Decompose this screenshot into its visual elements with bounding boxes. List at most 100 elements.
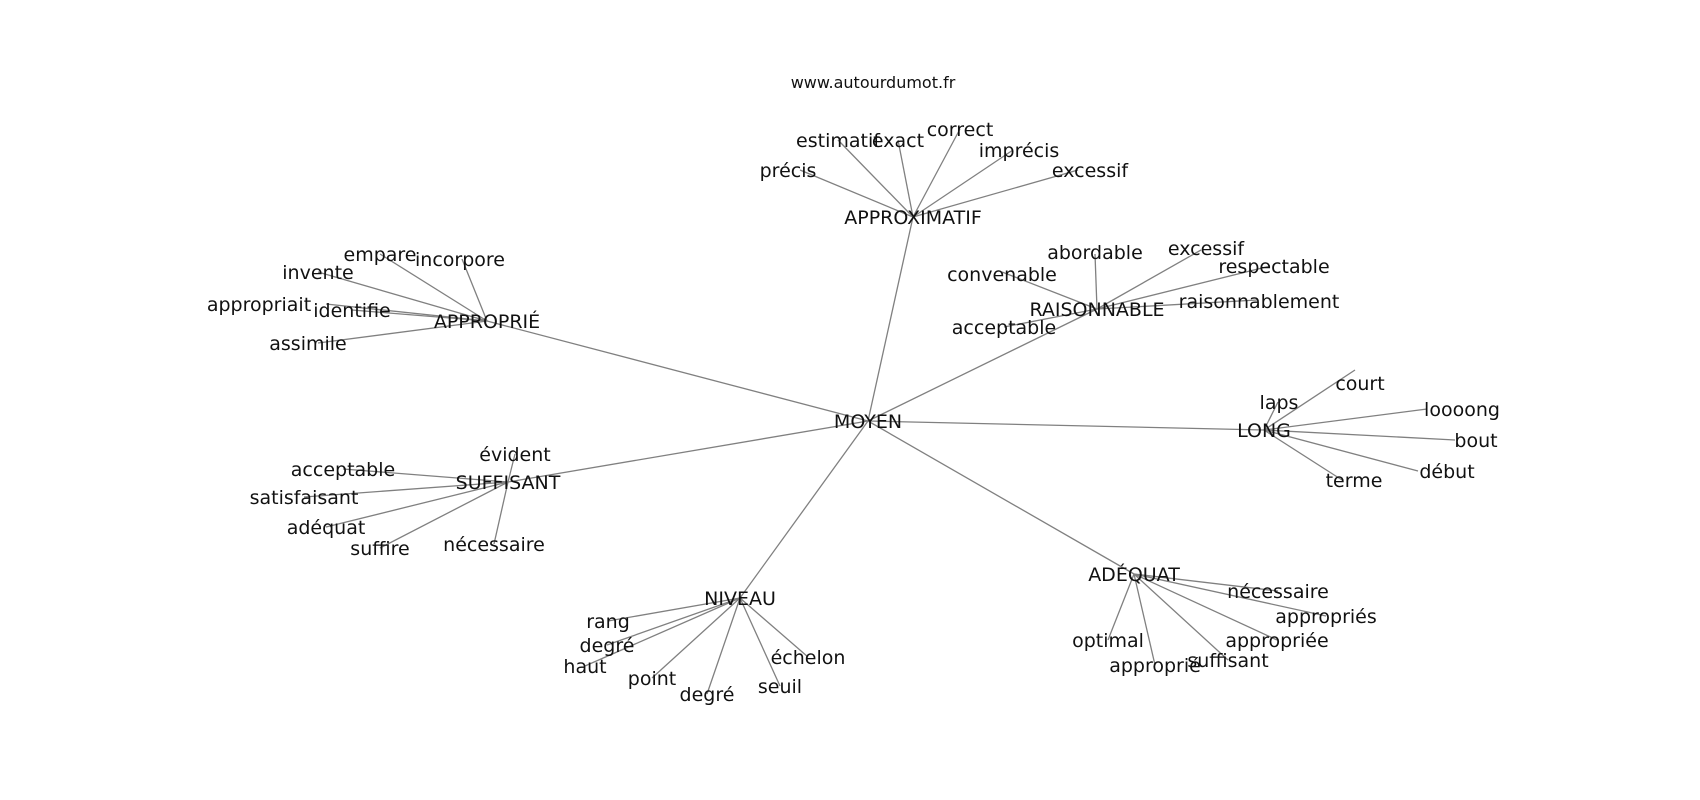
- edge-raisonnable-respectable: [1096, 265, 1271, 310]
- edge-niveau-seuil: [739, 597, 781, 687]
- edge-approximatif-excessif: [912, 169, 1079, 218]
- edge-suffisant-acceptable: [342, 468, 509, 483]
- leaf-word-necessaire[interactable]: nécessaire: [443, 534, 545, 556]
- leaf-word-laps[interactable]: laps: [1260, 392, 1299, 414]
- leaf-word-haut[interactable]: haut: [563, 656, 606, 678]
- edge-center-raisonnable: [867, 308, 1098, 422]
- center-word[interactable]: MOYEN: [834, 411, 902, 433]
- leaf-word-identifie[interactable]: identifie: [313, 300, 390, 322]
- leaf-word-estimatif[interactable]: estimatif: [796, 130, 881, 152]
- leaf-word-seuil[interactable]: seuil: [758, 676, 802, 698]
- leaf-word-invente[interactable]: invente: [282, 262, 353, 284]
- hub-word-adequat[interactable]: ADÉQUAT: [1088, 563, 1180, 586]
- edge-adequat-appropries: [1133, 573, 1327, 617]
- leaf-word-incorpore[interactable]: incorpore: [415, 249, 505, 271]
- edges: [303, 128, 1456, 695]
- hub-word-long[interactable]: LONG: [1237, 420, 1291, 442]
- edge-approximatif-estimatif: [837, 139, 914, 218]
- leaf-word-court[interactable]: court: [1335, 373, 1384, 395]
- leaf-word-optimal[interactable]: optimal: [1072, 630, 1144, 652]
- leaf-word-suffire[interactable]: suffire: [350, 538, 409, 560]
- leaf-word-exact[interactable]: exact: [872, 130, 924, 152]
- leaf-word-excessif[interactable]: excessif: [1168, 238, 1245, 260]
- edge-niveau-rang: [607, 597, 741, 622]
- leaf-word-evident[interactable]: évident: [479, 444, 550, 466]
- edge-adequat-optimal: [1107, 573, 1135, 641]
- leaf-word-empare[interactable]: empare: [344, 244, 417, 266]
- leaf-word-suffisant[interactable]: suffisant: [1187, 650, 1268, 672]
- edge-approprie-empare: [379, 253, 488, 322]
- leaf-word-precis[interactable]: précis: [760, 160, 817, 182]
- edge-raisonnable-raisonnablement: [1096, 299, 1258, 310]
- leaf-word-raisonnablement[interactable]: raisonnablement: [1179, 291, 1340, 313]
- leaf-word-imprecis[interactable]: imprécis: [979, 140, 1060, 162]
- leaf-word-appropriee[interactable]: appropriée: [1225, 630, 1328, 652]
- hub-word-raisonnable[interactable]: RAISONNABLE: [1029, 299, 1164, 321]
- edge-niveau-point: [651, 597, 741, 679]
- edge-raisonnable-excessif: [1096, 249, 1202, 310]
- edge-approximatif-precis: [799, 169, 914, 218]
- leaf-word-bout[interactable]: bout: [1454, 430, 1497, 452]
- leaf-word-appropries[interactable]: appropriés: [1275, 606, 1377, 628]
- hub-word-niveau[interactable]: NIVEAU: [704, 588, 776, 610]
- leaf-word-debut[interactable]: début: [1419, 461, 1474, 483]
- edge-center-approximatif: [867, 216, 914, 422]
- edge-center-niveau: [739, 420, 869, 599]
- edge-niveau-degre: [606, 597, 741, 646]
- hub-word-suffisant[interactable]: SUFFISANT: [456, 472, 561, 494]
- edge-suffisant-necessaire: [493, 481, 509, 545]
- leaf-word-terme[interactable]: terme: [1326, 470, 1383, 492]
- edge-long-terme: [1263, 429, 1343, 481]
- edge-approprie-invente: [317, 271, 488, 322]
- edge-center-approprie: [486, 320, 869, 422]
- edge-long-bout: [1263, 429, 1456, 441]
- leaf-word-point[interactable]: point: [628, 668, 676, 690]
- edge-raisonnable-acceptable: [1003, 308, 1098, 328]
- leaf-word-acceptable[interactable]: acceptable: [291, 459, 395, 481]
- edge-approximatif-correct: [912, 128, 961, 218]
- edge-approximatif-imprecis: [912, 149, 1014, 218]
- source-url: www.autourdumot.fr: [791, 73, 956, 92]
- edge-center-long: [867, 420, 1265, 431]
- edge-niveau-echelon: [739, 597, 809, 658]
- edge-long-debut: [1263, 429, 1419, 472]
- leaf-word-excessif[interactable]: excessif: [1052, 160, 1129, 182]
- edge-suffisant-satisfaisant: [303, 481, 509, 498]
- edge-niveau-haut: [584, 597, 741, 667]
- leaf-word-echelon[interactable]: échelon: [771, 647, 846, 669]
- leaf-word-degre[interactable]: degré: [580, 635, 635, 657]
- leaf-word-adequat[interactable]: adéquat: [287, 517, 366, 539]
- edge-center-suffisant: [507, 420, 869, 483]
- edge-approprie-identifie: [351, 309, 488, 322]
- leaf-word-appropriait[interactable]: appropriait: [207, 294, 311, 316]
- leaf-word-approprie[interactable]: approprié: [1109, 655, 1201, 677]
- leaf-word-rang[interactable]: rang: [586, 611, 630, 633]
- leaf-word-abordable[interactable]: abordable: [1047, 242, 1143, 264]
- hub-word-approprie[interactable]: APPROPRIÉ: [434, 310, 540, 333]
- leaf-word-loooong[interactable]: loooong: [1424, 399, 1500, 421]
- leaf-word-acceptable[interactable]: acceptable: [952, 317, 1056, 339]
- leaf-word-satisfaisant[interactable]: satisfaisant: [250, 487, 359, 509]
- leaf-word-degre[interactable]: degré: [680, 684, 735, 706]
- edge-approprie-incorpore: [461, 258, 488, 322]
- leaf-word-correct[interactable]: correct: [927, 119, 994, 141]
- edge-approprie-assimile: [317, 320, 488, 344]
- leaf-word-respectable[interactable]: respectable: [1218, 256, 1329, 278]
- edge-raisonnable-abordable: [1094, 253, 1098, 310]
- edge-adequat-necessaire: [1133, 573, 1279, 592]
- hub-word-approximatif[interactable]: APPROXIMATIF: [844, 207, 982, 229]
- leaf-word-convenable[interactable]: convenable: [947, 264, 1057, 286]
- edge-adequat-suffisant: [1133, 573, 1229, 661]
- edge-long-court: [1263, 369, 1356, 431]
- edge-center-adequat: [867, 420, 1135, 575]
- edge-suffisant-adequat: [325, 481, 509, 528]
- leaf-word-assimile[interactable]: assimile: [269, 333, 346, 355]
- edge-long-laps: [1263, 401, 1279, 431]
- edge-niveau-degre: [706, 597, 741, 695]
- edge-long-loooong: [1263, 408, 1428, 431]
- edge-adequat-approprie: [1133, 573, 1156, 666]
- edge-suffisant-suffire: [379, 481, 509, 549]
- leaf-word-necessaire[interactable]: nécessaire: [1227, 581, 1329, 603]
